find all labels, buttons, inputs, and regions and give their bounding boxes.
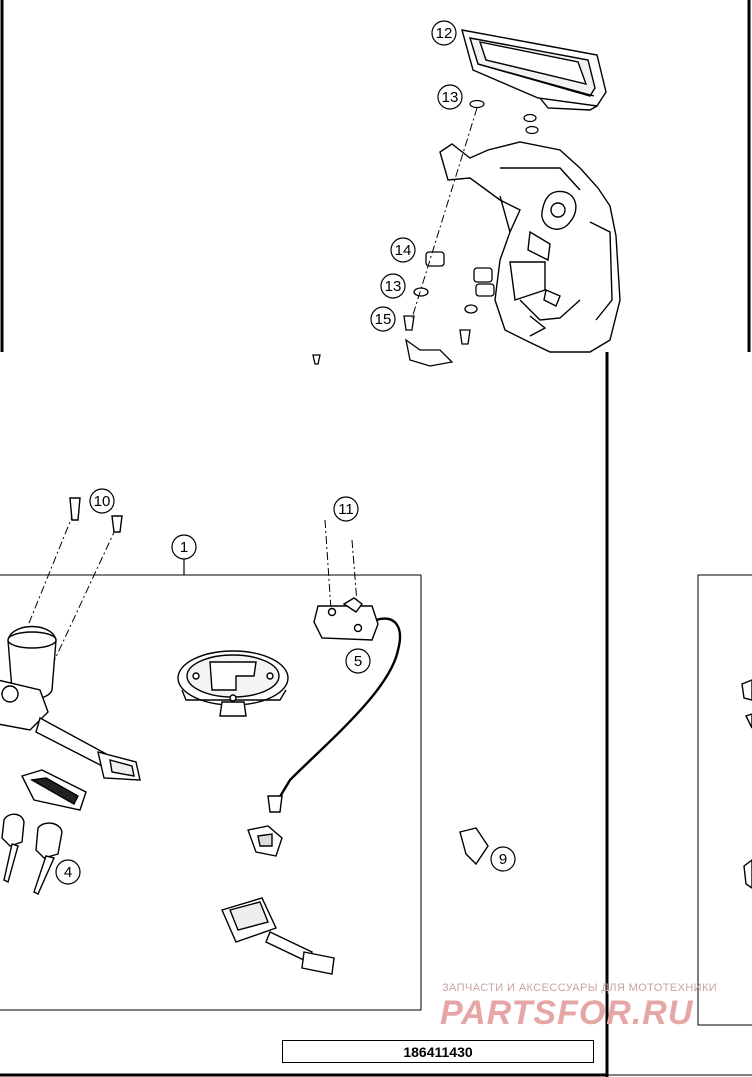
part-number: 186411430: [403, 1043, 473, 1060]
callout-5: 5: [354, 653, 362, 670]
cluster-bracket: [439, 141, 621, 353]
callout-11: 11: [338, 501, 354, 518]
watermark-tagline: ЗАПЧАСТИ И АКСЕССУАРЫ ДЛЯ МОТОТЕХНИКИ: [442, 982, 718, 994]
callout-4: 4: [64, 864, 72, 881]
fuel-cap-sensor: [267, 597, 402, 813]
fuel-cap: [177, 650, 289, 717]
callouts: [55, 20, 516, 885]
ignition-lock: [0, 497, 141, 781]
callout-12: 12: [436, 25, 453, 42]
part-number-box: 186411430: [282, 1040, 594, 1063]
instrument-cluster: [461, 29, 607, 111]
watermark-logo: PARTSFOR.RU: [440, 994, 694, 1032]
keys: [1, 769, 87, 895]
callout-13-lower: 13: [385, 278, 402, 295]
connector-clips: [221, 679, 752, 975]
assembly-lines: [9, 107, 478, 701]
callout-14: 14: [395, 242, 412, 259]
callout-9: 9: [499, 851, 507, 868]
callout-13-upper: 13: [442, 89, 459, 106]
grommets-upper: [469, 99, 539, 135]
callout-15: 15: [375, 311, 392, 328]
callout-1: 1: [180, 539, 188, 556]
bushings-and-screws: [312, 251, 495, 367]
callout-10: 10: [94, 493, 111, 510]
